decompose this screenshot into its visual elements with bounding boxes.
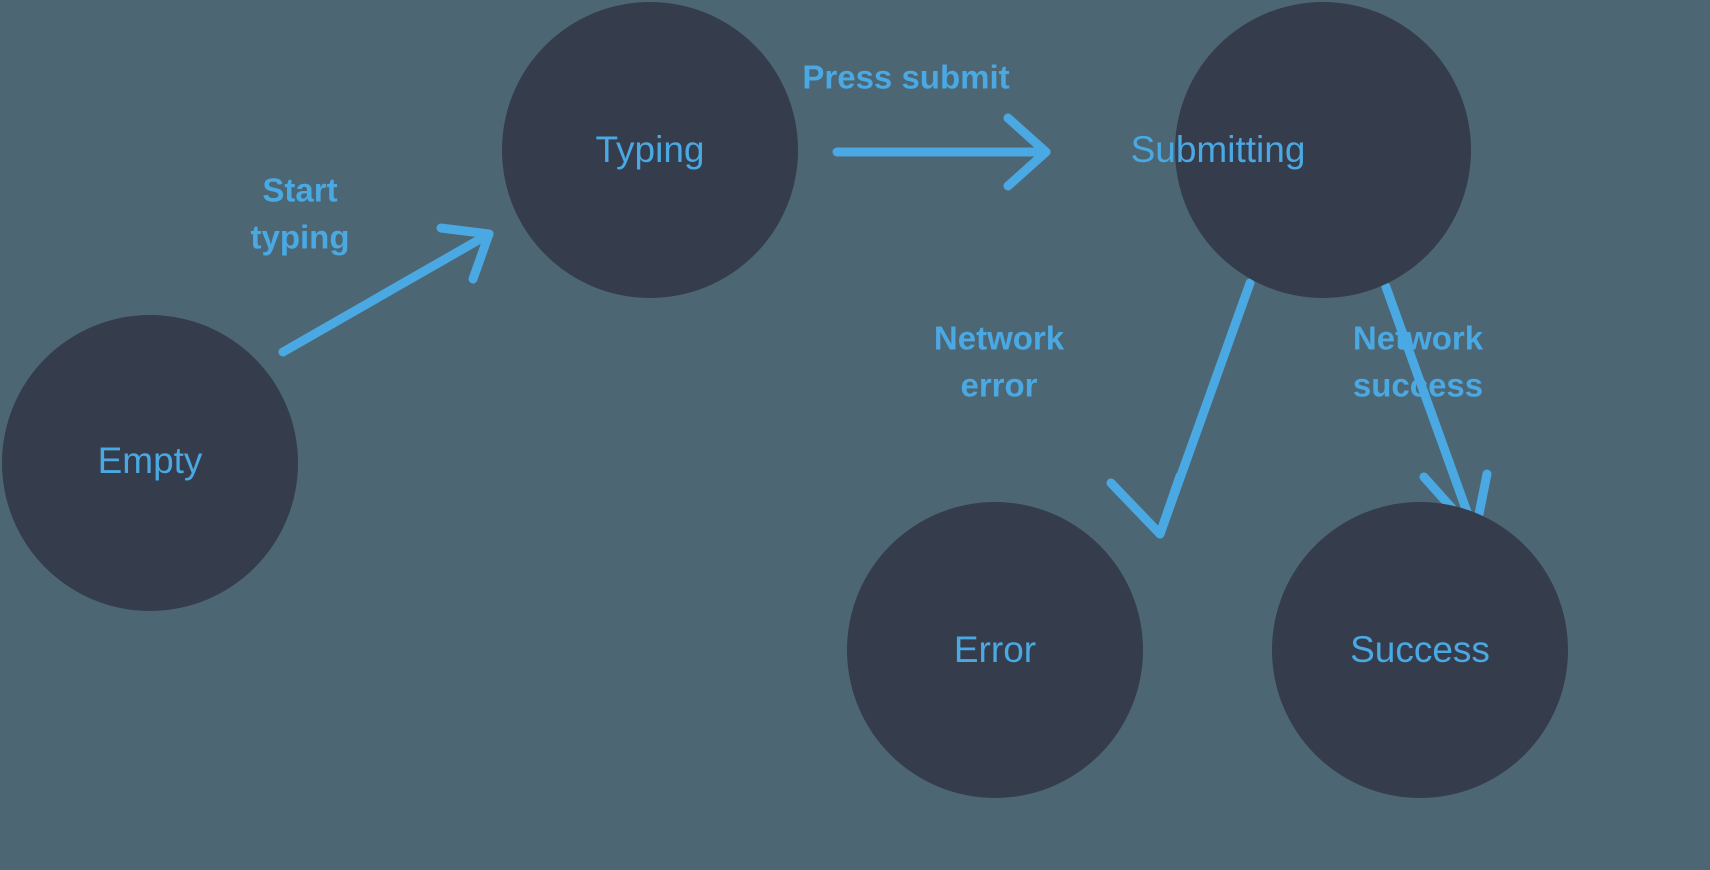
submitting-circle[interactable] [1175, 2, 1471, 298]
state-node-submitting[interactable]: Submitting [1131, 2, 1471, 298]
start-typing-arrow-head [436, 223, 494, 284]
typing-label: Typing [595, 129, 704, 170]
network-error-label-line1: Network [934, 320, 1065, 357]
empty-circle[interactable] [2, 315, 298, 611]
state-node-success[interactable]: Success [1272, 502, 1568, 798]
error-label: Error [954, 629, 1036, 670]
network-error-label-line2: error [960, 367, 1037, 404]
success-circle[interactable] [1272, 502, 1568, 798]
success-label: Success [1350, 629, 1490, 670]
network-success-arrow-line [1381, 282, 1480, 539]
typing-circle[interactable] [502, 2, 798, 298]
error-circle[interactable] [847, 502, 1143, 798]
network-success-label-line2: success [1353, 367, 1483, 404]
state-node-empty[interactable]: Empty [2, 315, 298, 611]
transition-network-error [1106, 278, 1255, 539]
start-typing-arrow-line [278, 229, 494, 357]
network-error-arrow-head [1106, 471, 1185, 539]
network-success-label-line1: Network [1353, 320, 1484, 357]
state-node-error[interactable]: Error [847, 502, 1143, 798]
submitting-label: Submitting [1131, 129, 1306, 170]
empty-label: Empty [98, 440, 203, 481]
start-typing-label-line2: typing [251, 219, 350, 256]
press-submit-label: Press submit [802, 59, 1009, 96]
transition-press-submit [832, 113, 1051, 191]
state-node-typing[interactable]: Typing [502, 2, 798, 298]
press-submit-arrow-head [1003, 113, 1051, 191]
start-typing-label-line1: Start [262, 172, 337, 209]
transition-start-typing [278, 223, 494, 357]
